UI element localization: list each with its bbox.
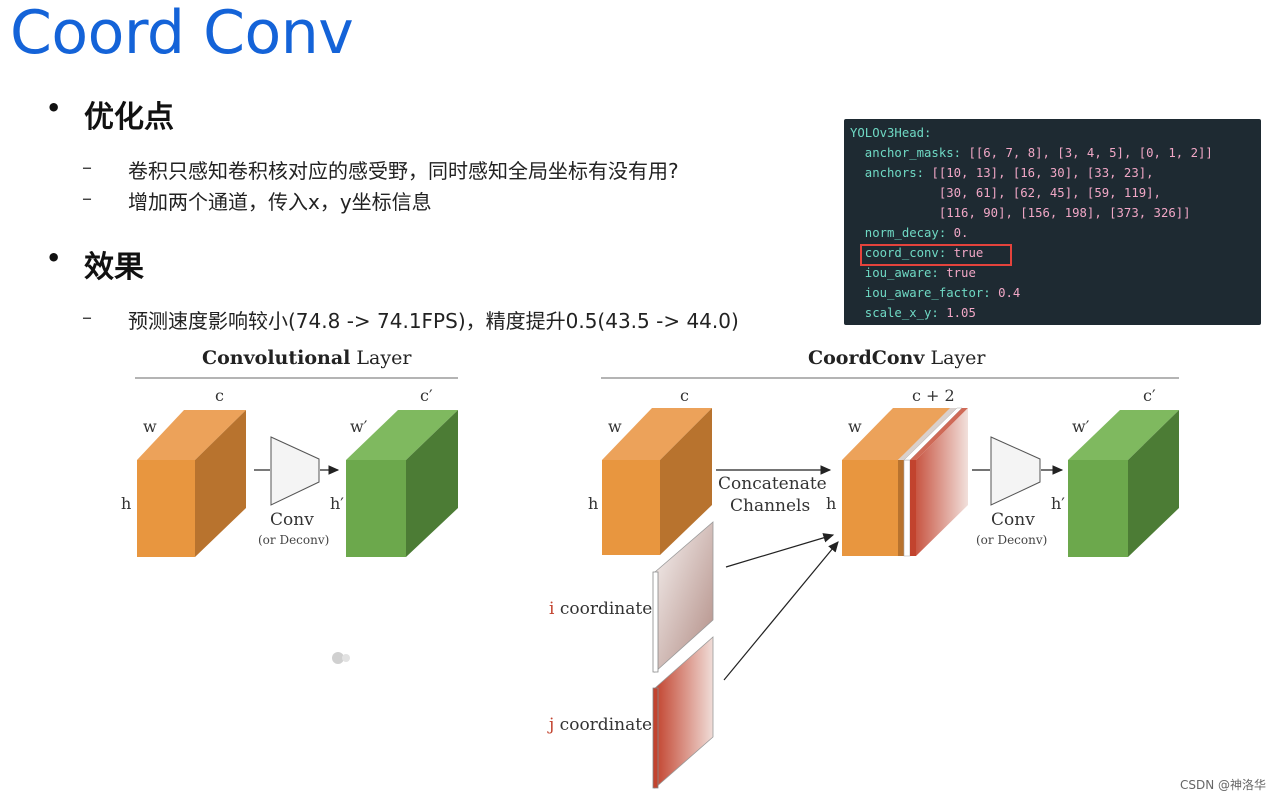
cube-label-c: c: [680, 386, 689, 405]
code-key: anchors:: [850, 166, 932, 180]
heading-text: 效果: [84, 250, 144, 285]
code-line: norm_decay: 0.: [850, 223, 1261, 243]
bullet-item: – 预测速度影响较小(74.8 -> 74.1FPS)，精度提升0.5(43.5…: [82, 305, 739, 334]
bullet-item: – 增加两个通道，传入x，y坐标信息: [82, 186, 432, 215]
concat-label-line1: Concatenate: [718, 474, 827, 494]
code-key: scale_x_y:: [850, 306, 947, 320]
cube-label-c-plus-2: c + 2: [912, 386, 955, 405]
cube-label-c: c: [215, 386, 224, 405]
loading-dots-icon: [332, 652, 350, 664]
slide-title: Coord Conv: [10, 0, 354, 68]
cube-label-w: w: [848, 417, 862, 436]
coordconv-input-cube: [602, 408, 712, 555]
cube-label-h-prime: h′: [330, 494, 344, 513]
cube-label-w: w: [608, 417, 622, 436]
code-key: YOLOv3Head:: [850, 126, 932, 140]
cube-label-h-prime: h′: [1051, 494, 1065, 513]
bullet-dot: •: [46, 94, 62, 122]
code-line: [116, 90], [156, 198], [373, 326]]: [850, 203, 1261, 223]
code-value: true: [953, 246, 984, 260]
section-heading-optimization: • 优化点: [46, 92, 174, 136]
conv-label: Conv: [991, 510, 1035, 530]
concatenated-cube: [842, 407, 968, 557]
code-key: iou_aware:: [850, 266, 947, 280]
watermark: CSDN @神洛华: [1179, 778, 1266, 792]
code-line: anchors: [[10, 13], [16, 30], [33, 23],: [850, 163, 1261, 183]
coord-conv-highlight-box: [860, 244, 1012, 266]
code-key: norm_decay:: [850, 226, 954, 240]
item-text: 增加两个通道，传入x，y坐标信息: [128, 190, 432, 214]
code-key: coord_conv:: [850, 246, 954, 260]
code-value: [[6, 7, 8], [3, 4, 5], [0, 1, 2]]: [968, 146, 1213, 160]
dash-marker: –: [82, 155, 92, 179]
dash-marker: –: [82, 305, 92, 329]
i-coordinate-channel: [652, 521, 714, 673]
left-title: Convolutional Layer: [202, 347, 412, 369]
j-coordinate-label: j coordinate: [547, 715, 652, 735]
output-feature-cube: [346, 410, 458, 557]
section-heading-effect: • 效果: [46, 242, 144, 286]
code-line: [30, 61], [62, 45], [59, 119],: [850, 183, 1261, 203]
input-feature-cube: [137, 410, 246, 557]
concat-arrow-j: [723, 541, 839, 681]
code-line: coord_conv: true: [850, 243, 1261, 263]
bullet-dot: •: [46, 244, 62, 272]
code-value: [[10, 13], [16, 30], [33, 23],: [931, 166, 1154, 180]
cube-label-h: h: [588, 494, 598, 513]
code-value: [30, 61], [62, 45], [59, 119],: [938, 186, 1161, 200]
j-coordinate-channel: [652, 636, 714, 789]
code-value: 0.: [953, 226, 969, 240]
heading-text: 优化点: [84, 100, 174, 135]
i-coordinate-label: i coordinate: [549, 599, 652, 619]
cube-label-w-prime: w′: [1072, 417, 1090, 436]
dash-marker: –: [82, 186, 92, 210]
cube-label-w-prime: w′: [350, 417, 368, 436]
code-value: 0.4: [998, 286, 1021, 300]
cube-label-c-prime: c′: [420, 386, 433, 405]
cube-label-w: w: [143, 417, 157, 436]
code-value: [116, 90], [156, 198], [373, 326]]: [938, 206, 1191, 220]
cube-label-h: h: [121, 494, 131, 513]
config-code-panel: YOLOv3Head: anchor_masks: [[6, 7, 8], [3…: [844, 119, 1261, 325]
conv-sublabel: (or Deconv): [976, 533, 1047, 547]
conv-label: Conv: [270, 510, 314, 530]
item-text: 预测速度影响较小(74.8 -> 74.1FPS)，精度提升0.5(43.5 -…: [128, 309, 739, 333]
cube-label-h: h: [826, 494, 836, 513]
conv-sublabel: (or Deconv): [258, 533, 329, 547]
code-key: anchor_masks:: [850, 146, 969, 160]
conv-trapezoid: [270, 436, 320, 506]
code-line: scale_x_y: 1.05: [850, 303, 1261, 323]
coordconv-output-cube: [1068, 410, 1179, 557]
conv-trapezoid: [990, 436, 1041, 506]
code-key: iou_aware_factor:: [850, 286, 999, 300]
code-line: iou_aware_factor: 0.4: [850, 283, 1261, 303]
code-value: 1.05: [946, 306, 976, 320]
concat-arrow-i: [725, 533, 835, 568]
code-lines: YOLOv3Head: anchor_masks: [[6, 7, 8], [3…: [850, 123, 1261, 323]
code-line: iou_aware: true: [850, 263, 1261, 283]
right-title: CoordConv Layer: [808, 347, 986, 369]
code-value: true: [946, 266, 976, 280]
code-line: YOLOv3Head:: [850, 123, 1261, 143]
cube-label-c-prime: c′: [1143, 386, 1156, 405]
concat-label-line2: Channels: [730, 496, 810, 516]
bullet-item: – 卷积只感知卷积核对应的感受野，同时感知全局坐标有没有用?: [82, 155, 679, 184]
code-line: anchor_masks: [[6, 7, 8], [3, 4, 5], [0,…: [850, 143, 1261, 163]
item-text: 卷积只感知卷积核对应的感受野，同时感知全局坐标有没有用?: [128, 159, 679, 183]
